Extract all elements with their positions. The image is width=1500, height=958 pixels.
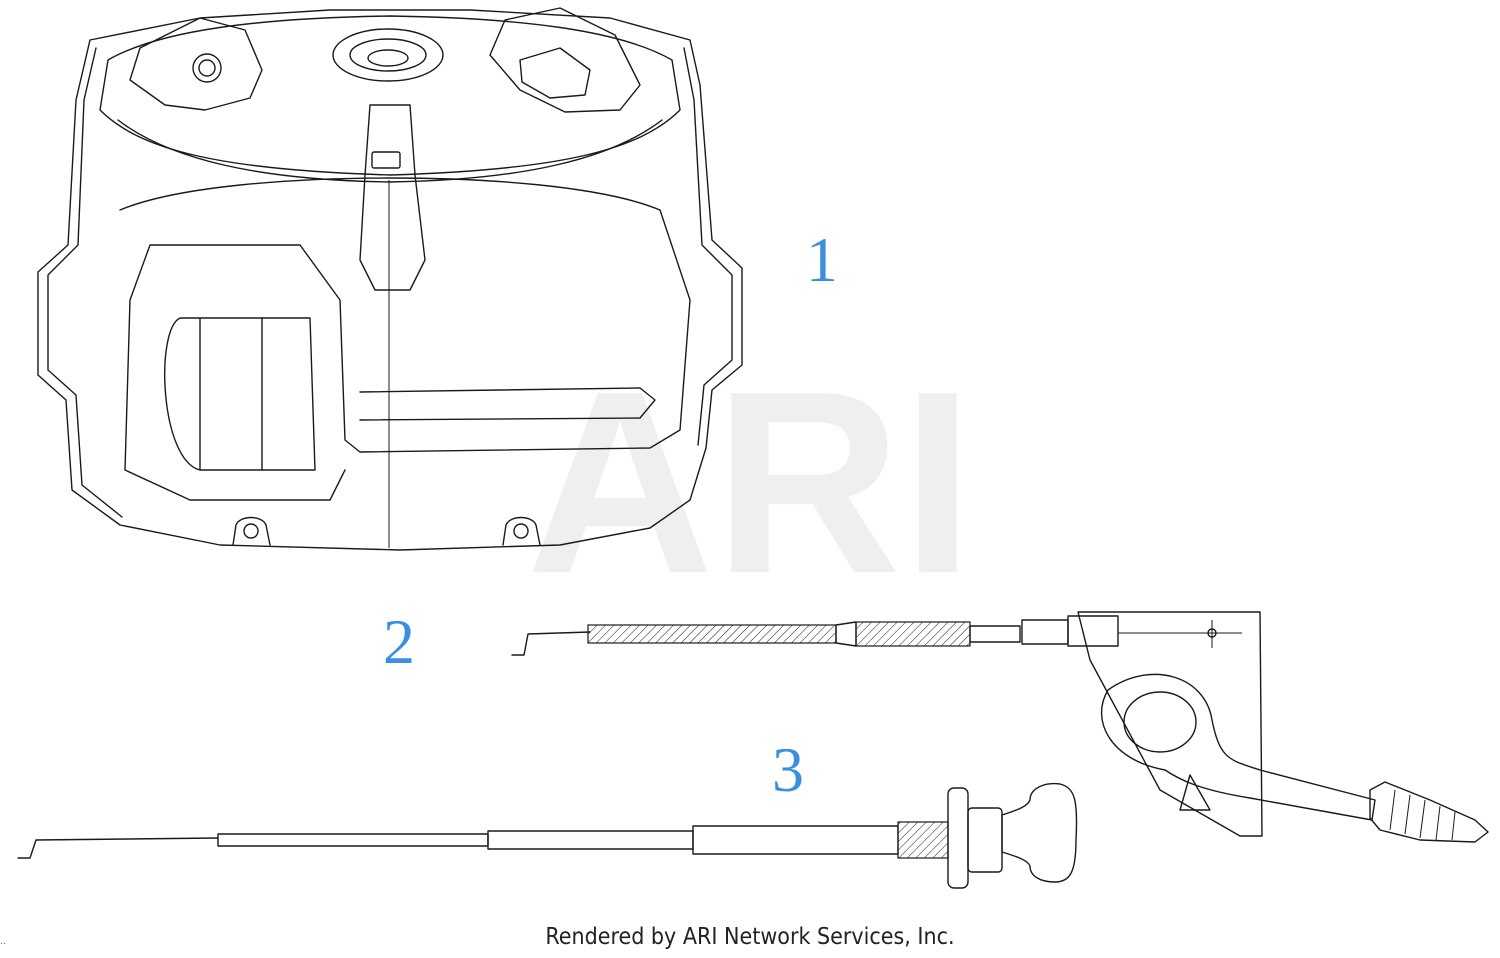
render-credit: Rendered by ARI Network Services, Inc. [545,924,955,950]
part-3-choke-cable [17,782,1078,889]
callout-part-2[interactable]: 2 [383,606,415,677]
part-1-tank-cover [37,7,743,551]
callout-part-1[interactable]: 1 [806,224,838,295]
part-2-throttle-cable [511,611,1489,843]
svg-text:..: .. [0,936,6,947]
callout-part-3[interactable]: 3 [772,734,804,805]
watermark-text: ARI [526,338,974,628]
